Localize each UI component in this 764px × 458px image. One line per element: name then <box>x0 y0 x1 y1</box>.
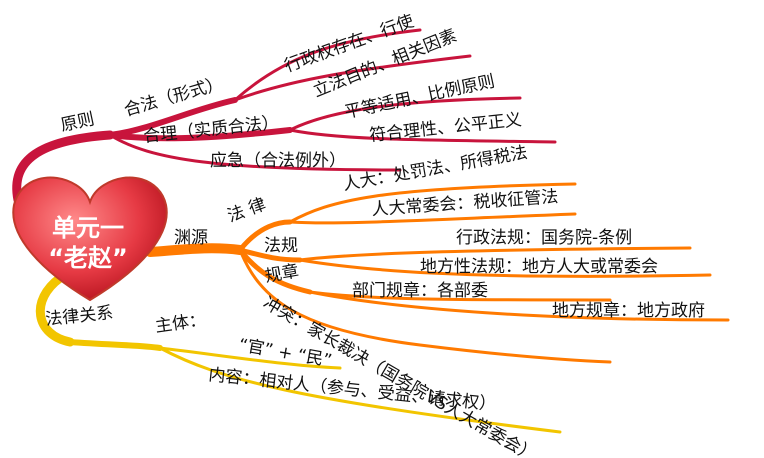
rules-item-2: 地方规章：地方政府 <box>552 301 705 321</box>
relation-label: 法律关系 <box>44 303 114 330</box>
source-label: 渊源 <box>174 228 208 248</box>
regulation-item-2: 地方性法规：地方人大或常委会 <box>420 257 658 277</box>
law-label: 法 律 <box>225 194 269 226</box>
reasonable-label: 合理（实质合法） <box>142 113 279 147</box>
content-label: 内容：相对人（参与、受益、请求权） <box>207 365 497 415</box>
center-title-line1: 单元一 <box>52 214 124 242</box>
center-heart: 单元一 “老赵” <box>12 176 168 302</box>
legal-form-label: 合法（形式） <box>122 73 226 120</box>
center-title-line2: “老赵” <box>48 244 128 272</box>
branch-source-lines <box>145 182 730 364</box>
rules-label: 规章 <box>263 261 300 287</box>
rules-item-1: 部门规章：各部委 <box>352 281 488 301</box>
principle-label: 原则 <box>59 109 96 136</box>
branch-relation-lines <box>35 273 562 434</box>
subject-label: 主体： <box>154 310 207 337</box>
branch-principle-lines <box>12 28 557 205</box>
emergency-label: 应急（合法例外） <box>210 151 346 171</box>
regulation-item-1: 行政法规：国务院-条例 <box>456 228 632 248</box>
regulation-label: 法规 <box>264 236 298 256</box>
